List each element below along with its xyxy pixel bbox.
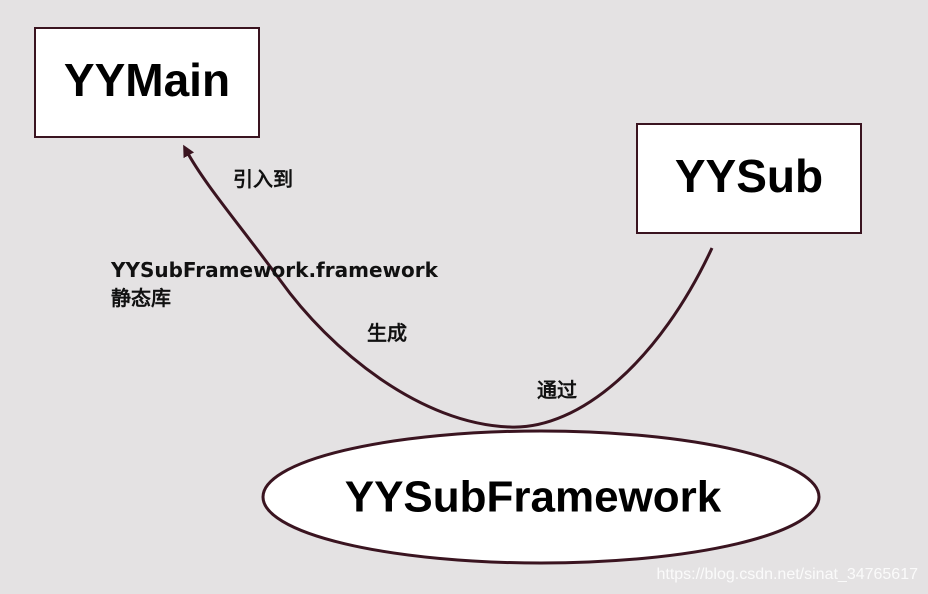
node-framework: YYSubFramework <box>261 429 821 565</box>
node-yymain: YYMain <box>34 27 260 138</box>
label-framework-file: YYSubFramework.framework <box>110 258 439 282</box>
label-generate: 生成 <box>367 321 407 345</box>
node-yymain-label: YYMain <box>64 54 230 106</box>
node-yysub-label: YYSub <box>675 150 823 202</box>
label-static-lib: 静态库 <box>111 286 171 310</box>
node-yysub-box <box>636 123 862 234</box>
node-framework-label: YYSubFramework <box>345 473 722 522</box>
label-via: 通过 <box>537 378 577 402</box>
edge-yysub-to-yymain-arrow <box>183 144 714 429</box>
node-yymain-box <box>34 27 260 138</box>
watermark-text: https://blog.csdn.net/sinat_34765617 <box>656 566 918 583</box>
label-import-into: 引入到 <box>233 167 293 191</box>
node-yysub: YYSub <box>636 123 862 234</box>
node-framework-ellipse <box>261 429 821 565</box>
